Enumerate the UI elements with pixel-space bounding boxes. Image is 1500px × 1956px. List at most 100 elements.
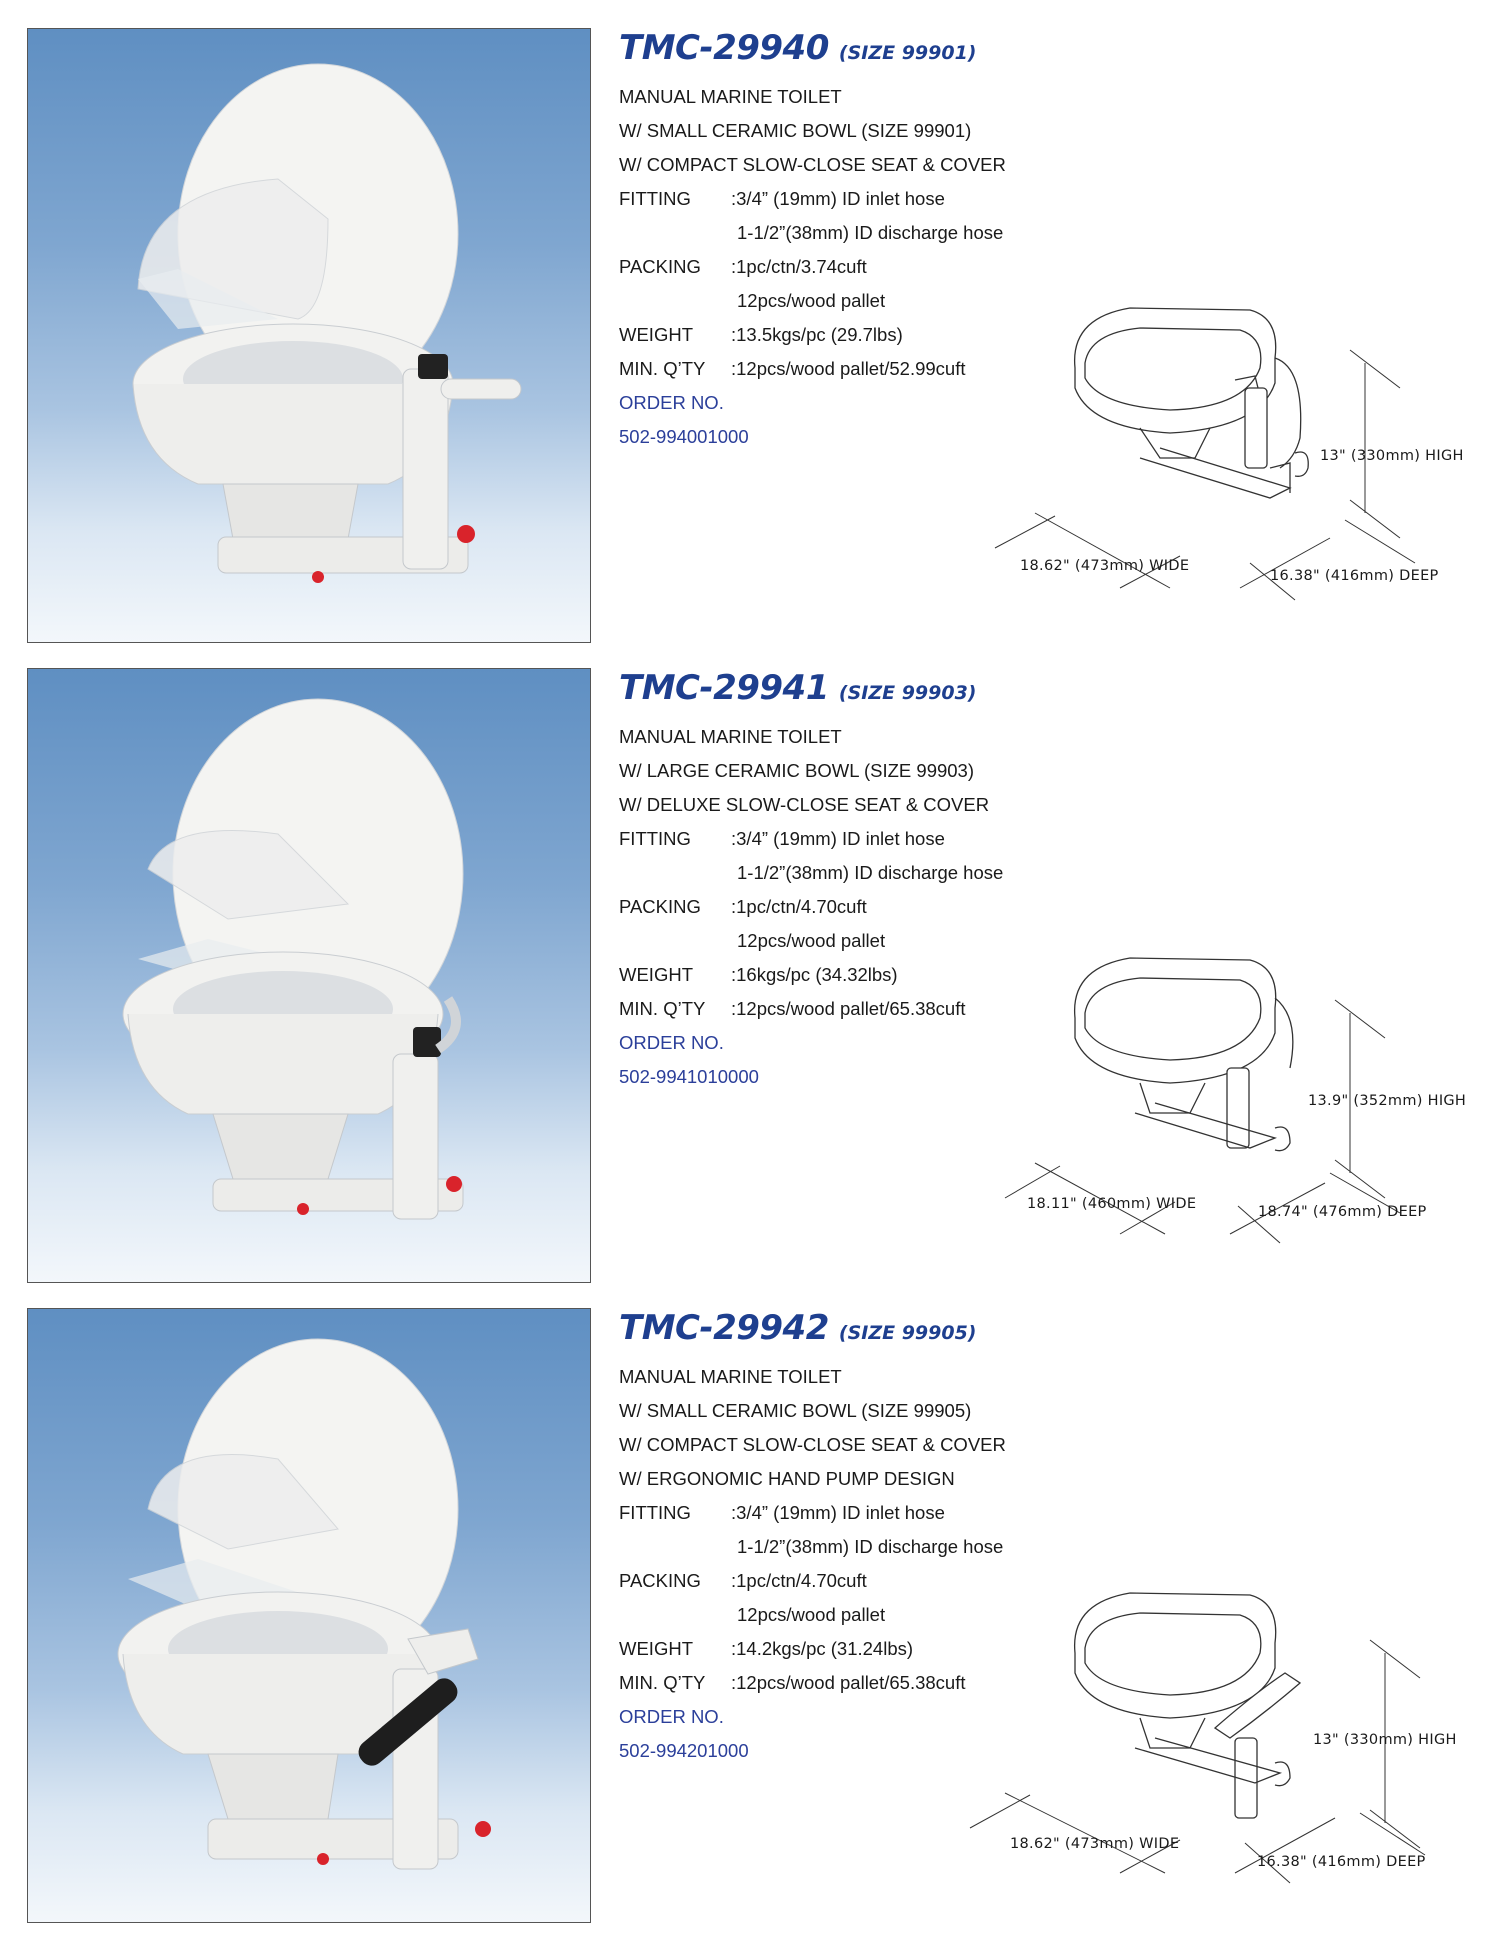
spec-value: :3/4” (19mm) ID inlet hose: [731, 188, 945, 209]
spec-line: W/ COMPACT SLOW-CLOSE SEAT & COVER: [619, 148, 1139, 182]
model-size: (SIZE 99901): [838, 42, 977, 64]
spec-value: W/ DELUXE SLOW-CLOSE SEAT & COVER: [619, 794, 990, 815]
spec-label: MIN. Q’TY: [619, 998, 706, 1019]
height-label: 13" (330mm) HIGH: [1313, 1732, 1457, 1748]
spec-value: MANUAL MARINE TOILET: [619, 86, 842, 107]
spec-line: W/ LARGE CERAMIC BOWL (SIZE 99903): [619, 754, 1139, 788]
model-number: TMC-29942: [619, 1308, 829, 1348]
spec-value: :16kgs/pc (34.32lbs): [731, 964, 898, 985]
spec-label: FITTING: [619, 188, 691, 209]
toilet-photo-illustration: [132, 63, 522, 583]
product-section-tmc-29941: TMC-29941 (SIZE 99903) MANUAL MARINE TOIL…: [0, 668, 1500, 1288]
toilet-photo-illustration: [122, 698, 464, 1220]
spec-line: W/ COMPACT SLOW-CLOSE SEAT & COVER: [619, 1428, 1139, 1462]
toilet-line-drawing: [1004, 957, 1401, 1244]
spec-line: MANUAL MARINE TOILET: [619, 80, 1139, 114]
spec-line: MIN. Q’TY :12pcs/wood pallet/52.99cuft: [619, 352, 1139, 386]
model-title: TMC-29940 (SIZE 99901): [619, 28, 976, 68]
depth-label: 16.38" (416mm) DEEP: [1257, 1854, 1426, 1870]
spec-line: PACKING :1pc/ctn/4.70cuft: [619, 1564, 1139, 1598]
width-label: 18.11" (460mm) WIDE: [1027, 1196, 1197, 1212]
spec-line: 12pcs/wood pallet: [619, 284, 1139, 318]
width-label: 18.62" (473mm) WIDE: [1010, 1836, 1180, 1852]
spec-label: FITTING: [619, 1502, 691, 1523]
model-size: (SIZE 99905): [838, 1322, 977, 1344]
spec-label: WEIGHT: [619, 324, 693, 345]
spec-line: 1-1/2”(38mm) ID discharge hose: [619, 856, 1139, 890]
spec-line: 12pcs/wood pallet: [619, 924, 1139, 958]
order-number: 502-994201000: [619, 1740, 749, 1761]
toilet-line-drawing: [969, 1592, 1426, 1884]
spec-value: 12pcs/wood pallet: [737, 290, 886, 311]
spec-line: WEIGHT :14.2kgs/pc (31.24lbs): [619, 1632, 1139, 1666]
toilet-photo: [27, 28, 591, 643]
spec-line: PACKING:1pc/ctn/3.74cuft: [619, 250, 1139, 284]
spec-label: PACKING: [619, 896, 701, 917]
spec-value: 1-1/2”(38mm) ID discharge hose: [737, 862, 1004, 883]
spec-line: 12pcs/wood pallet: [619, 1598, 1139, 1632]
spec-line: MIN. Q’TY:12pcs/wood pallet/65.38cuft: [619, 1666, 1139, 1700]
spec-value: W/ LARGE CERAMIC BOWL (SIZE 99903): [619, 760, 975, 781]
spec-line: W/ SMALL CERAMIC BOWL (SIZE 99901): [619, 114, 1139, 148]
spec-line: PACKING :1pc/ctn/4.70cuft: [619, 890, 1139, 924]
spec-list: MANUAL MARINE TOILET W/ SMALL CERAMIC BO…: [619, 80, 1139, 454]
spec-value: :12pcs/wood pallet/65.38cuft: [731, 998, 966, 1019]
width-label: 18.62" (473mm) WIDE: [1020, 558, 1190, 574]
spec-label: WEIGHT: [619, 1638, 693, 1659]
height-label: 13.9" (352mm) HIGH: [1308, 1093, 1467, 1109]
spec-value: W/ COMPACT SLOW-CLOSE SEAT & COVER: [619, 1434, 1006, 1455]
spec-list: MANUAL MARINE TOILET W/ SMALL CERAMIC BO…: [619, 1360, 1139, 1768]
product-section-tmc-29942: TMC-29942 (SIZE 99905) MANUAL MARINE TOIL…: [0, 1308, 1500, 1928]
spec-value: :3/4” (19mm) ID inlet hose: [731, 828, 945, 849]
toilet-line-drawing: [994, 307, 1416, 601]
spec-value: :12pcs/wood pallet/52.99cuft: [731, 358, 966, 379]
model-title: TMC-29942 (SIZE 99905): [619, 1308, 976, 1348]
toilet-photo: [27, 1308, 591, 1923]
model-title: TMC-29941 (SIZE 99903): [619, 668, 976, 708]
order-label: ORDER NO.: [619, 1032, 724, 1053]
spec-value: W/ COMPACT SLOW-CLOSE SEAT & COVER: [619, 154, 1006, 175]
spec-label: PACKING: [619, 1570, 701, 1591]
spec-value: 12pcs/wood pallet: [737, 1604, 886, 1625]
spec-value: W/ SMALL CERAMIC BOWL (SIZE 99905): [619, 1400, 972, 1421]
spec-line: MANUAL MARINE TOILET: [619, 1360, 1139, 1394]
spec-value: W/ SMALL CERAMIC BOWL (SIZE 99901): [619, 120, 972, 141]
toilet-photo: [27, 668, 591, 1283]
spec-value: :3/4” (19mm) ID inlet hose: [731, 1502, 945, 1523]
spec-label: FITTING: [619, 828, 691, 849]
spec-line: FITTING :3/4” (19mm) ID inlet hose: [619, 822, 1139, 856]
spec-value: :14.2kgs/pc (31.24lbs): [731, 1638, 914, 1659]
spec-line: WEIGHT:13.5kgs/pc (29.7lbs): [619, 318, 1139, 352]
spec-value: :1pc/ctn/4.70cuft: [731, 1570, 867, 1591]
spec-label: MIN. Q’TY: [619, 358, 706, 379]
order-label: ORDER NO.: [619, 392, 724, 413]
spec-line: 1-1/2”(38mm) ID discharge hose: [619, 216, 1139, 250]
spec-list: MANUAL MARINE TOILET W/ LARGE CERAMIC BO…: [619, 720, 1139, 1094]
product-section-tmc-29940: TMC-29940 (SIZE 99901) MANUAL MARINE TOIL…: [0, 28, 1500, 648]
spec-line: FITTING :3/4” (19mm) ID inlet hose: [619, 1496, 1139, 1530]
order-number: 502-9941010000: [619, 1066, 759, 1087]
spec-line: MIN. Q’TY :12pcs/wood pallet/65.38cuft: [619, 992, 1139, 1026]
depth-label: 18.74" (476mm) DEEP: [1258, 1204, 1427, 1220]
model-number: TMC-29941: [619, 668, 829, 708]
depth-label: 16.38" (416mm) DEEP: [1270, 568, 1439, 584]
order-label: ORDER NO.: [619, 1706, 724, 1727]
height-label: 13" (330mm) HIGH: [1320, 448, 1464, 464]
spec-value: 12pcs/wood pallet: [737, 930, 886, 951]
toilet-photo-illustration: [117, 1338, 491, 1870]
order-number: 502-994001000: [619, 426, 749, 447]
spec-line: W/ DELUXE SLOW-CLOSE SEAT & COVER: [619, 788, 1139, 822]
spec-label: WEIGHT: [619, 964, 693, 985]
spec-value: MANUAL MARINE TOILET: [619, 726, 842, 747]
model-number: TMC-29940: [619, 28, 829, 68]
spec-line: W/ ERGONOMIC HAND PUMP DESIGN: [619, 1462, 1139, 1496]
spec-value: :1pc/ctn/4.70cuft: [731, 896, 867, 917]
dimension-diagram: [965, 1573, 1435, 1918]
model-size: (SIZE 99903): [838, 682, 977, 704]
spec-label: PACKING: [619, 256, 701, 277]
spec-value: 1-1/2”(38mm) ID discharge hose: [737, 1536, 1004, 1557]
dimension-diagram: [990, 938, 1430, 1288]
spec-line: W/ SMALL CERAMIC BOWL (SIZE 99905): [619, 1394, 1139, 1428]
spec-value: MANUAL MARINE TOILET: [619, 1366, 842, 1387]
spec-value: W/ ERGONOMIC HAND PUMP DESIGN: [619, 1468, 955, 1489]
